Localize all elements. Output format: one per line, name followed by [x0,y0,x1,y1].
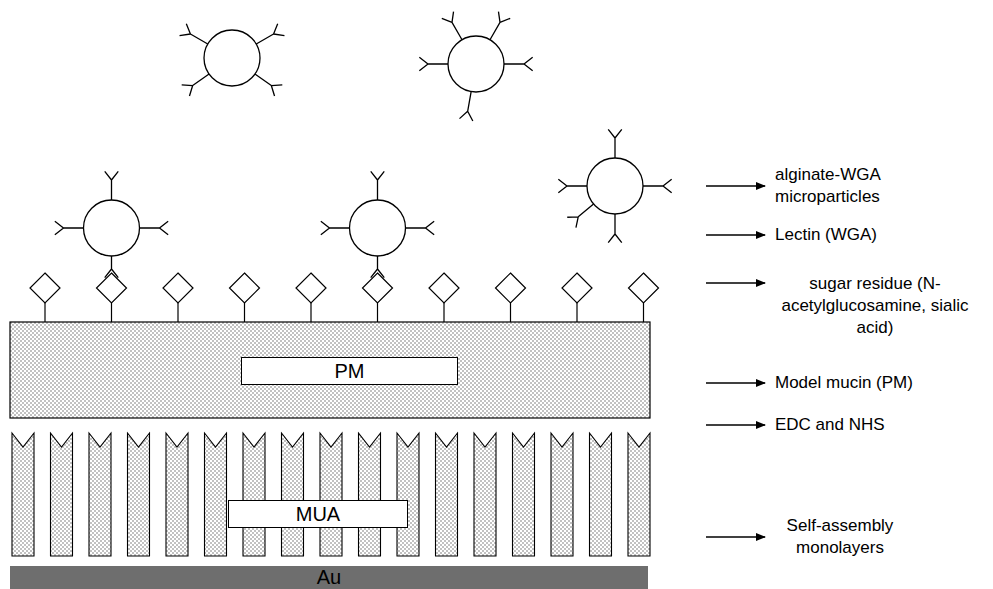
leader-arrow [706,234,765,235]
leader-arrow [706,185,765,186]
sugar-stem [310,303,311,322]
lectin [321,221,350,235]
sugar-stem [443,303,444,322]
callout-label: EDC and NHS [775,414,885,436]
lectin [255,74,282,96]
sugar-stem [643,303,644,322]
callout-label: Lectin (WGA) [775,224,877,246]
lectin [608,129,622,158]
lectin [256,24,284,44]
leader-arrow [706,282,765,283]
sugar-stem [510,303,511,322]
sugar-diamond [163,273,193,303]
monolayer-column [320,433,342,556]
lectin [558,179,587,193]
monolayer-column [551,433,573,556]
monolayer-column [513,433,535,556]
monolayer-column [282,433,304,556]
monolayer-column [205,433,227,556]
lectin [55,221,84,235]
monolayer-column [436,433,458,556]
sugar-diamond [363,273,393,303]
monolayer-column [628,433,650,556]
lectin [419,57,448,71]
lectin [406,221,435,235]
node-text: PM [335,359,365,383]
lectin [459,92,472,121]
leader-arrows [706,186,765,537]
sugar-stem [111,303,112,322]
monolayer-column [243,433,265,556]
node-text: MUA [296,502,340,526]
lectin [371,256,385,278]
monolayer-column [128,433,150,556]
leader-arrow [706,536,765,537]
callout-label: sugar residue (N-acetylglucosamine, sial… [775,273,975,339]
lectin [608,214,622,243]
lectin [643,179,672,193]
callout-label: Model mucin (PM) [775,372,913,394]
sugar-stem [177,303,178,322]
alginate-particle [84,200,140,256]
mucin-band [10,322,650,418]
monolayer-columns [12,433,650,556]
alginate-particle [587,158,643,214]
lectin [567,204,593,228]
sugar-diamond [97,273,127,303]
sugar-diamond [562,273,592,303]
sugar-diamond [30,273,60,303]
monolayer-column [166,433,188,556]
lectin [180,24,208,44]
monolayer-column [89,433,111,556]
node-text: Au [317,566,341,588]
lectin [105,171,119,200]
monolayer-column [397,433,419,556]
leader-arrow [706,424,765,425]
sugar-diamond [230,273,260,303]
alginate-particle [204,30,260,86]
sugar-diamond [296,273,326,303]
lectin [442,12,462,40]
mucin-box: PM [241,357,458,385]
lectin [140,221,169,235]
sugar-diamond [429,273,459,303]
lectin [182,74,209,96]
monolayer-column [474,433,496,556]
monolayer-box: MUA [228,500,408,528]
sugar-diamond [629,273,659,303]
callout-label: alginate-WGA microparticles [775,164,925,208]
gold-substrate: Au [10,566,648,589]
lectin [490,12,510,40]
alginate-particle [350,200,406,256]
callout-label: Self-assembly monolayers [775,515,905,559]
sugar-residues [30,273,659,322]
lectin [371,171,385,200]
alginate-particle [448,36,504,92]
lectin [504,57,533,71]
sugar-stem [44,303,45,322]
sugar-stem [244,303,245,322]
microparticles [55,12,672,278]
sugar-stem [576,303,577,322]
sugar-diamond [496,273,526,303]
monolayer-column [12,433,34,556]
lectin [105,256,119,278]
monolayer-column [590,433,612,556]
monolayer-column [359,433,381,556]
sugar-stem [377,303,378,322]
monolayer-column [51,433,73,556]
leader-arrow [706,382,765,383]
